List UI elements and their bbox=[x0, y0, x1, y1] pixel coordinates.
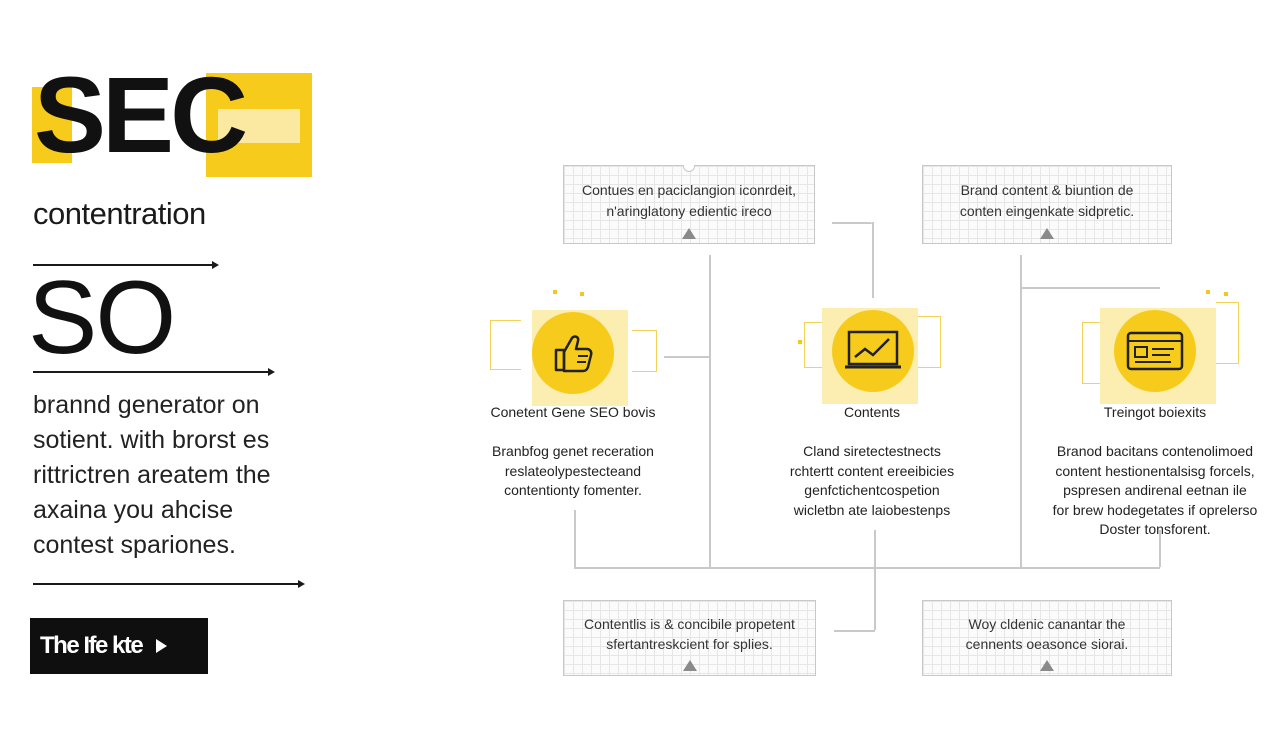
icon-badge bbox=[1114, 310, 1196, 392]
subtitle: contentration bbox=[33, 196, 206, 231]
card-decoration bbox=[1082, 322, 1103, 384]
card-decoration-dot bbox=[798, 340, 802, 344]
divider-arrow-1 bbox=[212, 261, 219, 269]
card-label: Conetent Gene SEO bovis bbox=[490, 404, 656, 420]
connector-v-bottom-left bbox=[574, 510, 576, 567]
box-line: Woy cldenic canantar the bbox=[968, 616, 1126, 632]
browser-window-icon bbox=[1126, 331, 1184, 371]
cta-button[interactable]: The Ife kte bbox=[30, 618, 208, 674]
pin-icon bbox=[682, 228, 696, 239]
card-desc-line: content hestionentalsisg forcels, bbox=[1055, 462, 1255, 479]
box-line: Contues en paciclangion iconrdeit, bbox=[581, 182, 797, 198]
paragraph-line: sotient. with brorst es bbox=[33, 426, 270, 454]
top-box-2: Brand content & biuntion de conten einge… bbox=[922, 165, 1172, 244]
box-line: cennents oeasonce siorai. bbox=[965, 636, 1129, 652]
connector-v-left bbox=[709, 255, 711, 567]
card-decoration bbox=[914, 316, 941, 368]
card-desc-line: reslateolypestecteand bbox=[504, 462, 642, 479]
pin-icon bbox=[1040, 660, 1054, 671]
connector-h-bottom-mid bbox=[834, 630, 875, 632]
box-notch bbox=[683, 165, 695, 172]
divider-2 bbox=[33, 371, 269, 373]
card-desc-line: pspresen andirenal eetnan ile bbox=[1063, 482, 1247, 498]
card-desc-line: Branbfog genet receration bbox=[492, 443, 654, 459]
box-line: sfertantreskcient for splies. bbox=[606, 636, 773, 652]
icon-badge bbox=[832, 310, 914, 392]
card-desc-line: Doster tonsforent. bbox=[1099, 521, 1211, 537]
hero-accent-inner bbox=[218, 109, 300, 143]
card-desc-line: Cland siretectestnects bbox=[803, 443, 941, 459]
connector-h-top-mid bbox=[832, 222, 872, 224]
card-description: Branod bacitans contenolimoed content he… bbox=[1040, 442, 1270, 540]
card-desc-line: Branod bacitans contenolimoed bbox=[1056, 443, 1254, 459]
box-line: Brand content & biuntion de bbox=[960, 182, 1134, 198]
icon-badge bbox=[532, 312, 614, 394]
card-decoration-dot bbox=[553, 290, 557, 294]
paragraph-line: contest spariones. bbox=[33, 531, 236, 559]
big-word: SO bbox=[28, 260, 176, 376]
thumbs-up-icon bbox=[554, 335, 593, 373]
card-decoration-dot bbox=[1206, 290, 1210, 294]
connector-v-right bbox=[1020, 255, 1022, 567]
divider-1 bbox=[33, 264, 213, 266]
connector-h-bottom bbox=[574, 567, 1160, 569]
card-desc-line: for brew hodegetates if oprelerso bbox=[1052, 501, 1258, 518]
card-decoration bbox=[490, 320, 521, 370]
card-desc-line: rchtertt content ereeibicies bbox=[789, 462, 955, 479]
box-line: n'aringlatony edientic ireco bbox=[606, 203, 772, 219]
divider-arrow-2 bbox=[268, 368, 275, 376]
hero-accent-left bbox=[32, 87, 72, 163]
card-decoration bbox=[632, 330, 657, 372]
top-box-1: Contues en paciclangion iconrdeit, n'ari… bbox=[563, 165, 815, 244]
play-icon bbox=[156, 639, 168, 653]
connector-v-bottom-right bbox=[1159, 530, 1161, 567]
hero-logo: SEC bbox=[32, 61, 312, 177]
box-line: Contentlis is & concibile propetent bbox=[584, 616, 795, 632]
line-chart-icon bbox=[845, 330, 901, 369]
card-decoration bbox=[1216, 302, 1239, 364]
box-line: conten eingenkate sidpretic. bbox=[959, 203, 1135, 219]
card-desc-line: wicletbn ate laiobestenps bbox=[793, 501, 951, 518]
pin-icon bbox=[682, 660, 697, 671]
intro-paragraph: brannd generator on sotient. with brorst… bbox=[33, 388, 333, 563]
connector-v-bottom-mid bbox=[874, 530, 876, 630]
pin-icon bbox=[1040, 228, 1054, 239]
card-label: Contents bbox=[843, 404, 901, 420]
card-label: Treingot boiexits bbox=[1103, 404, 1207, 420]
card-desc-line: contentionty fomenter. bbox=[504, 482, 642, 498]
card-decoration-dot bbox=[580, 292, 584, 296]
paragraph-line: rittrictren areatem the bbox=[33, 461, 271, 489]
bottom-box-1: Contentlis is & concibile propetent sfer… bbox=[563, 600, 816, 676]
paragraph-line: axaina you ahcise bbox=[33, 496, 234, 524]
divider-3 bbox=[33, 583, 299, 585]
cta-label: The Ife kte bbox=[40, 632, 144, 659]
card-desc-line: genfctichentcospetion bbox=[804, 482, 940, 498]
connector-v-top-mid bbox=[872, 222, 874, 298]
card-decoration bbox=[804, 322, 827, 368]
connector-h-left bbox=[664, 356, 710, 358]
hero-title: SEC bbox=[34, 54, 248, 175]
connector-h-right bbox=[1020, 287, 1160, 289]
paragraph-line: brannd generator on bbox=[33, 391, 260, 419]
card-decoration-dot bbox=[1224, 292, 1228, 296]
divider-arrow-3 bbox=[298, 580, 305, 588]
card-description: Cland siretectestnects rchtertt content … bbox=[772, 442, 972, 520]
card-description: Branbfog genet receration reslateolypest… bbox=[468, 442, 678, 501]
bottom-box-2: Woy cldenic canantar the cennents oeason… bbox=[922, 600, 1172, 676]
